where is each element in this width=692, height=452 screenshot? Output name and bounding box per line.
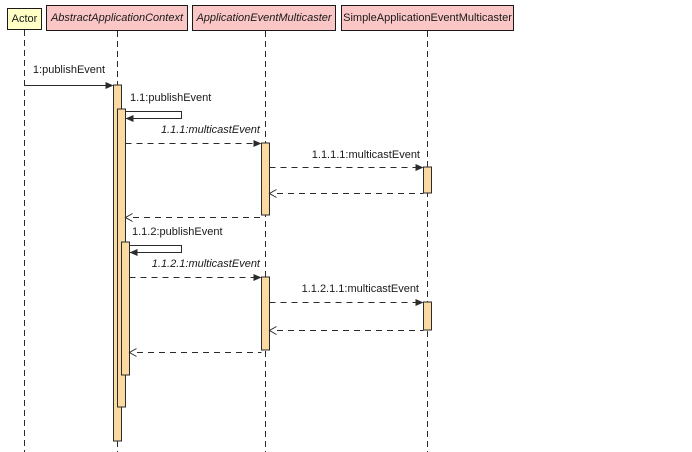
message-label-1-1-2-1-1-multicastEvent[interactable]: 1.1.2.1.1:multicastEvent (301, 283, 419, 295)
lifeline-head-application-event-multicaster[interactable]: ApplicationEventMulticaster (192, 5, 336, 31)
lifeline-label-abstract-application-context: AbstractApplicationContext (50, 12, 184, 24)
return-arrow-1-1-1-1[interactable] (268, 189, 424, 198)
arrowhead-icon (129, 249, 138, 256)
message-arrow-1-1-2-1-multicastEvent[interactable] (129, 274, 262, 281)
lifeline-head-actor[interactable]: Actor (7, 8, 42, 30)
return-arrow-1-1-2-1[interactable] (128, 348, 262, 357)
open-arrowhead-icon (268, 326, 277, 335)
message-label-1-1-2-1-multicastEvent[interactable]: 1.1.2.1:multicastEvent (151, 258, 260, 270)
lifeline-head-abstract-application-context[interactable]: AbstractApplicationContext (46, 5, 188, 31)
message-arrow-1-1-2-1-1-multicastEvent[interactable] (269, 299, 424, 306)
arrowhead-icon (253, 274, 262, 281)
open-arrowhead-icon (268, 189, 277, 198)
activation-bar[interactable] (423, 166, 432, 194)
self-call-loop (125, 111, 182, 119)
message-arrow-1-publishEvent[interactable] (24, 82, 114, 89)
lifeline-head-simple-application-event-multicaster[interactable]: SimpleApplicationEventMulticaster (341, 5, 514, 31)
message-label-1-1-1-multicastEvent[interactable]: 1.1.1:multicastEvent (160, 124, 260, 136)
open-arrowhead-icon (128, 348, 137, 357)
message-label-1-1-publishEvent[interactable]: 1.1:publishEvent (130, 92, 212, 104)
lifeline-label-actor: Actor (11, 13, 38, 25)
message-arrow-1-1-1-1-multicastEvent[interactable] (269, 164, 424, 171)
self-call-loop (129, 245, 182, 253)
arrowhead-icon (415, 164, 424, 171)
activation-bar[interactable] (261, 276, 270, 351)
message-label-1-1-2-publishEvent[interactable]: 1.1.2:publishEvent (132, 226, 223, 238)
lifeline-label-simple-application-event-multicaster: SimpleApplicationEventMulticaster (343, 12, 512, 24)
arrowhead-icon (253, 140, 262, 147)
lifeline-label-application-event-multicaster: ApplicationEventMulticaster (196, 12, 332, 24)
return-arrow-1-1-1[interactable] (124, 213, 262, 222)
open-arrowhead-icon (124, 213, 133, 222)
message-arrow-1-1-2-publishEvent-self[interactable] (129, 245, 182, 257)
activation-bar[interactable] (423, 301, 432, 331)
activation-bar[interactable] (121, 241, 130, 376)
message-arrow-1-1-publishEvent-self[interactable] (125, 111, 182, 123)
message-label-1-publishEvent[interactable]: 1:publishEvent (32, 64, 106, 76)
message-label-1-1-1-1-multicastEvent[interactable]: 1.1.1.1:multicastEvent (311, 149, 420, 161)
arrowhead-icon (415, 299, 424, 306)
return-arrow-1-1-2-1-1[interactable] (268, 326, 424, 335)
arrowhead-icon (105, 82, 114, 89)
arrowhead-icon (125, 115, 134, 122)
activation-bar[interactable] (261, 142, 270, 216)
message-arrow-1-1-1-multicastEvent[interactable] (125, 140, 262, 147)
